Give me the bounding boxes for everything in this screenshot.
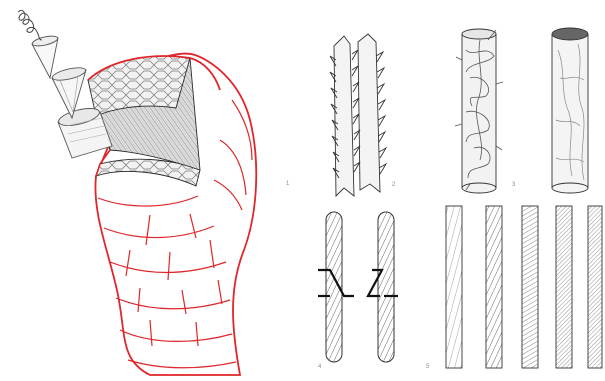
yarn-strand-icon	[446, 206, 462, 368]
protofibril-cone	[31, 34, 58, 78]
figure-number-3: 3	[512, 182, 516, 188]
figure-number-1: 1	[286, 181, 290, 187]
figure-number-2: 2	[392, 182, 396, 188]
yarn-strand-icon	[522, 206, 538, 368]
twisted-fibre-strand-icon	[18, 10, 42, 40]
figure-number-5: 5	[426, 364, 430, 370]
figure-number-4: 4	[318, 364, 322, 370]
hair-fibre-cutaway	[18, 10, 256, 375]
yarn-strand-icon	[556, 206, 572, 368]
bonded-fibre-pair-icon	[318, 212, 398, 362]
yarn-strand-icon	[486, 206, 502, 368]
yarn-strands	[446, 206, 602, 368]
tangled-fibre-icon	[455, 29, 503, 193]
smooth-fibre-cylinder-icon	[552, 28, 588, 193]
barbed-fibre-pair-icon	[330, 34, 386, 196]
yarn-strand-icon	[588, 206, 602, 368]
